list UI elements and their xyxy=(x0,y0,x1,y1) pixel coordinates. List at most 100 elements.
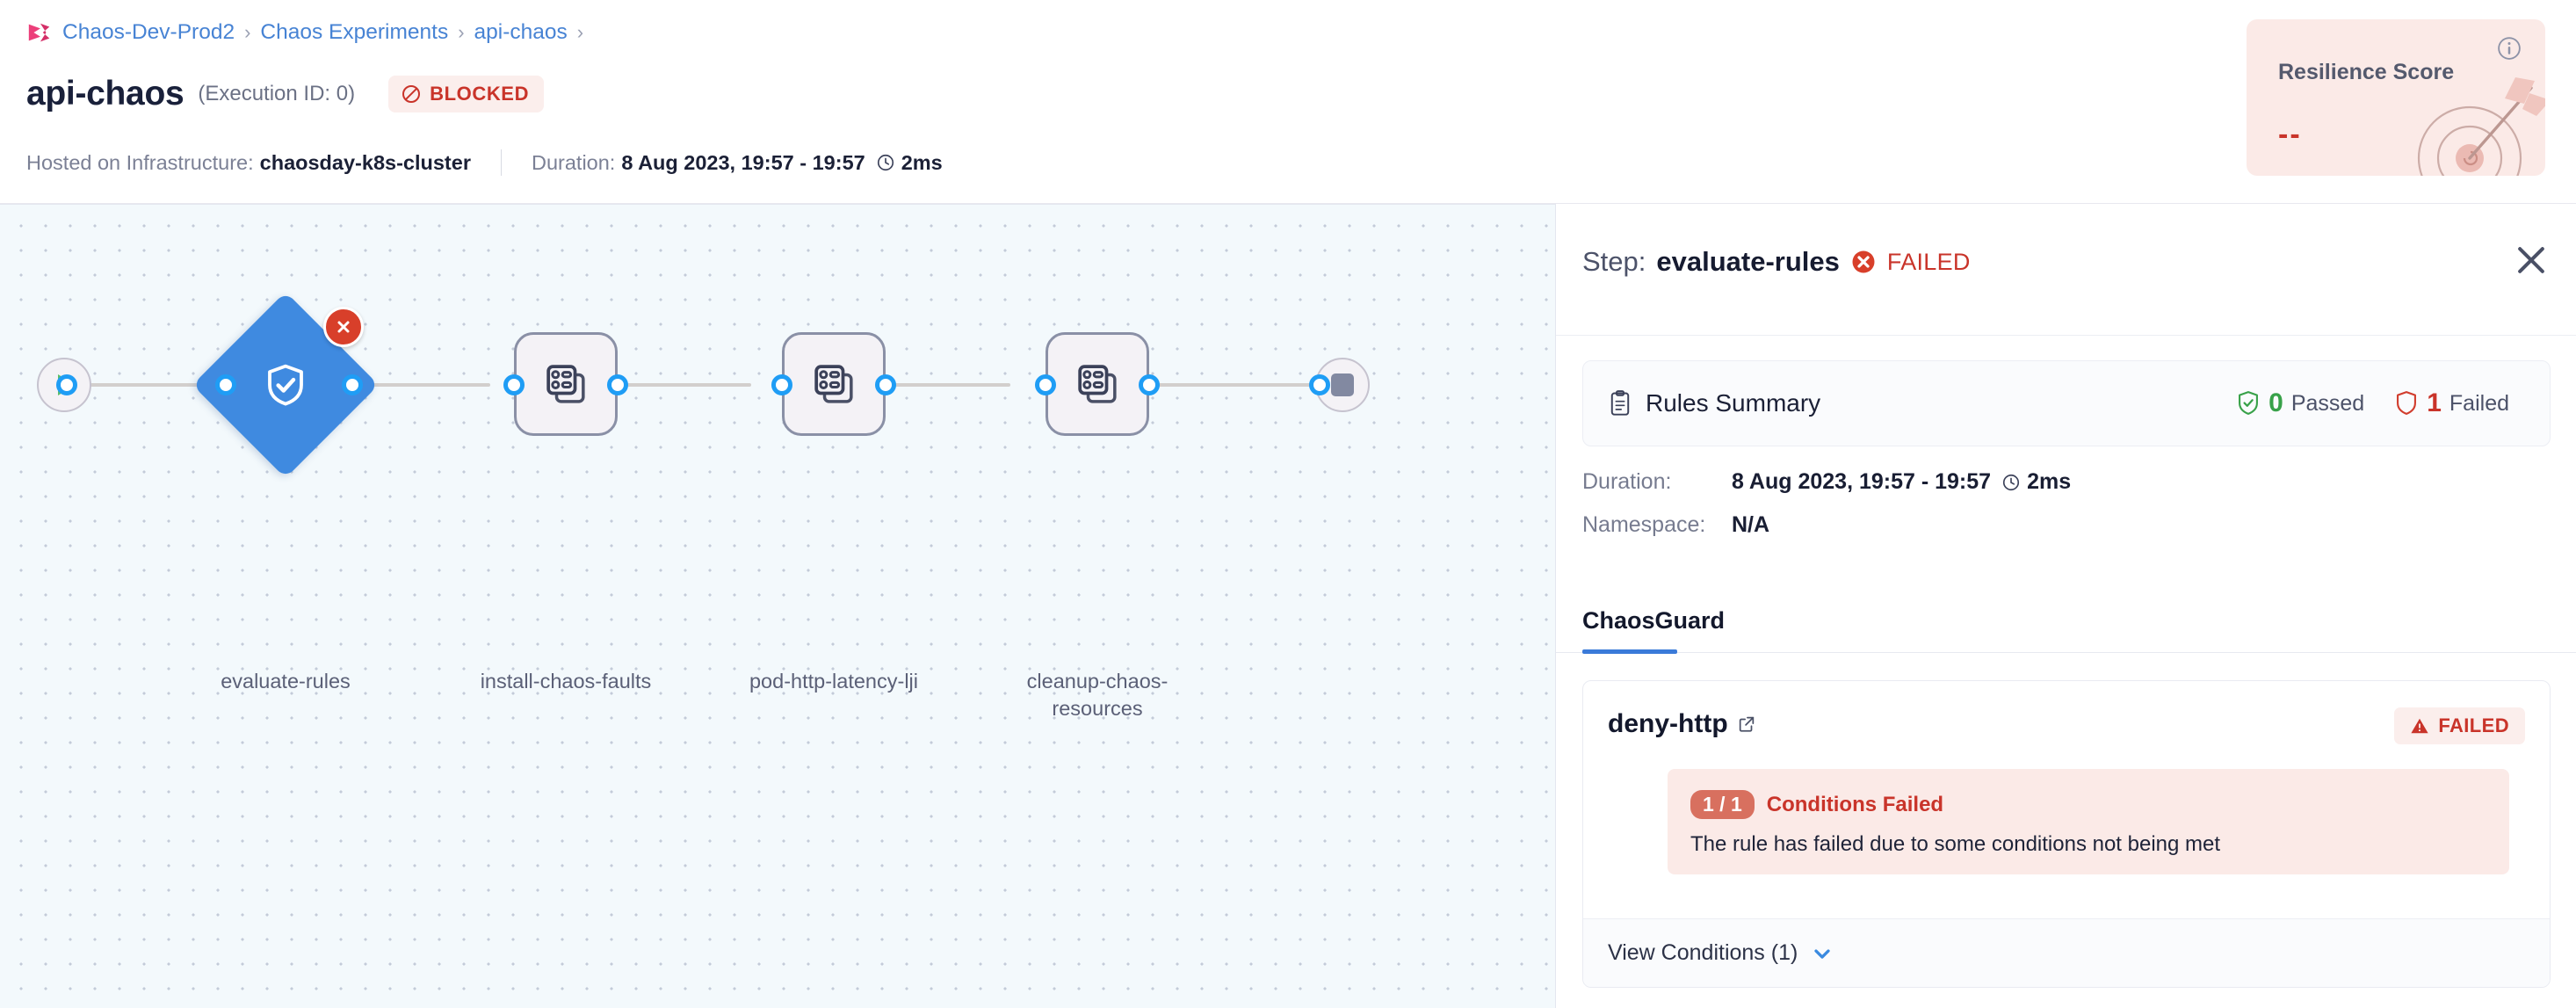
panel-header: Step: evaluate-rules FAILED xyxy=(1556,204,2576,336)
end-node[interactable] xyxy=(1315,358,1370,412)
conditions-failed-heading: 1 / 1 Conditions Failed xyxy=(1690,790,1943,819)
node-port[interactable] xyxy=(771,374,792,395)
breadcrumb-separator: › xyxy=(244,21,251,43)
detail-value: 8 Aug 2023, 19:57 - 19:57 2ms xyxy=(1732,469,2071,495)
graph-node-install-chaos-faults[interactable] xyxy=(514,332,618,436)
step-prefix-label: Step: xyxy=(1582,246,1646,277)
panel-tabs: ChaosGuard xyxy=(1556,589,2576,654)
pipeline-canvas[interactable]: evaluate-rules install-chaos-faults xyxy=(0,204,1555,1008)
graph-node-label: pod-http-latency-lji xyxy=(749,670,918,693)
warning-triangle-icon xyxy=(2411,718,2428,734)
rules-summary-heading: Rules Summary xyxy=(1608,389,1820,417)
rule-status-label: FAILED xyxy=(2438,714,2509,736)
rules-summary-title: Rules Summary xyxy=(1646,389,1821,417)
infrastructure-value: chaosday-k8s-cluster xyxy=(259,150,471,174)
resilience-score-card: Resilience Score -- xyxy=(2247,19,2545,176)
node-port[interactable] xyxy=(56,374,77,395)
chaos-fault-icon xyxy=(814,365,853,403)
detail-key: Namespace: xyxy=(1582,512,1706,537)
execution-id: (Execution ID: 0) xyxy=(198,82,356,105)
node-port[interactable] xyxy=(1139,374,1160,395)
clock-icon xyxy=(2003,474,2020,490)
rules-failed-stat: 1 Failed xyxy=(2394,388,2509,418)
graph-edge xyxy=(63,383,221,387)
meta-divider xyxy=(500,149,502,176)
chaos-fault-icon xyxy=(1078,365,1117,403)
node-port[interactable] xyxy=(215,374,236,395)
harness-chaos-logo-icon xyxy=(28,23,50,42)
node-port[interactable] xyxy=(342,374,363,395)
rules-failed-count: 1 xyxy=(2427,388,2442,417)
info-circle-icon[interactable] xyxy=(2496,35,2522,62)
error-x-icon xyxy=(1852,250,1875,273)
rules-passed-label: Passed xyxy=(2290,390,2365,416)
detail-duration-elapsed: 2ms xyxy=(2027,469,2072,494)
body-area: evaluate-rules install-chaos-faults xyxy=(0,204,2576,1008)
pipeline-graph: evaluate-rules install-chaos-faults xyxy=(0,205,1555,1008)
step-status: FAILED xyxy=(1886,248,1971,275)
blocked-circle-slash-icon xyxy=(402,85,421,103)
breadcrumb-separator: › xyxy=(458,21,465,43)
shield-check-icon xyxy=(268,364,303,406)
duration-value: 8 Aug 2023, 19:57 - 19:57 xyxy=(621,150,865,174)
step-detail-panel: Step: evaluate-rules FAILED xyxy=(1555,204,2576,1008)
graph-node-pod-http-latency[interactable] xyxy=(782,332,886,436)
page-title: api-chaos xyxy=(26,75,185,112)
rules-failed-label: Failed xyxy=(2449,390,2509,416)
node-error-badge xyxy=(323,307,364,347)
shield-outline-icon xyxy=(2397,391,2417,415)
breadcrumb-separator-trailing: › xyxy=(576,21,584,43)
detail-row-duration: Duration: 8 Aug 2023, 19:57 - 19:57 2ms xyxy=(1582,469,2071,495)
node-port[interactable] xyxy=(1309,374,1330,395)
graph-node-label: evaluate-rules xyxy=(221,670,351,693)
clipboard-icon xyxy=(1610,390,1630,416)
close-icon[interactable] xyxy=(2512,241,2551,279)
clock-icon xyxy=(877,154,894,171)
node-port[interactable] xyxy=(607,374,628,395)
graph-node-label: cleanup-chaos-resources xyxy=(1026,670,1169,721)
step-details-list: Duration: 8 Aug 2023, 19:57 - 19:57 2ms … xyxy=(1582,469,2071,555)
breadcrumb-item-0[interactable]: Chaos-Dev-Prod2 xyxy=(62,20,235,44)
stop-square-icon xyxy=(1331,373,1354,396)
node-port[interactable] xyxy=(1035,374,1056,395)
graph-node-cleanup-chaos-resources[interactable] xyxy=(1046,332,1149,436)
graph-node-label: install-chaos-faults xyxy=(480,670,652,693)
view-conditions-toggle[interactable]: View Conditions (1) xyxy=(1583,918,2550,987)
node-port[interactable] xyxy=(875,374,896,395)
rule-card-deny-http: deny-http FAILED xyxy=(1582,680,2551,988)
graph-node-evaluate-rules[interactable] xyxy=(192,291,380,479)
detail-row-namespace: Namespace: N/A xyxy=(1582,512,2071,538)
rule-status-badge: FAILED xyxy=(2394,707,2525,744)
status-badge-label: BLOCKED xyxy=(430,83,530,105)
rule-card-header: deny-http FAILED xyxy=(1583,681,2550,771)
duration-elapsed: 2ms xyxy=(901,150,943,174)
resilience-score-title: Resilience Score xyxy=(2278,60,2455,84)
infrastructure-label: Hosted on Infrastructure: xyxy=(26,150,254,174)
external-link-icon xyxy=(1739,716,1754,732)
conditions-failed-title: Conditions Failed xyxy=(1766,792,1944,816)
breadcrumb: Chaos-Dev-Prod2 › Chaos Experiments › ap… xyxy=(26,19,583,46)
title-row: api-chaos (Execution ID: 0) BLOCKED xyxy=(26,75,545,113)
rules-summary-stats: 0 Passed 1 Failed xyxy=(2236,388,2509,418)
node-port[interactable] xyxy=(503,374,525,395)
rule-name-link[interactable]: deny-http xyxy=(1608,709,1756,739)
breadcrumb-item-1[interactable]: Chaos Experiments xyxy=(260,20,449,44)
conditions-count-pill: 1 / 1 xyxy=(1690,790,1755,819)
conditions-failed-description: The rule has failed due to some conditio… xyxy=(1690,832,2221,856)
chevron-down-icon[interactable] xyxy=(1810,941,1834,966)
detail-key: Duration: xyxy=(1582,469,1672,494)
graph-edge xyxy=(1037,383,1318,387)
panel-title: Step: evaluate-rules FAILED xyxy=(1582,246,1971,278)
chaos-fault-icon xyxy=(546,365,585,403)
breadcrumb-item-2[interactable]: api-chaos xyxy=(474,20,568,44)
shield-check-icon xyxy=(2239,391,2259,415)
duration-label: Duration: xyxy=(531,150,616,174)
meta-row: Hosted on Infrastructure: chaosday-k8s-c… xyxy=(26,149,943,176)
step-name: evaluate-rules xyxy=(1656,246,1840,277)
rules-passed-stat: 0 Passed xyxy=(2236,388,2364,418)
tab-chaosguard[interactable]: ChaosGuard xyxy=(1582,607,1726,634)
detail-value: N/A xyxy=(1732,512,1770,537)
page-header: Chaos-Dev-Prod2 › Chaos Experiments › ap… xyxy=(0,0,2576,204)
graph-edge xyxy=(505,383,751,387)
